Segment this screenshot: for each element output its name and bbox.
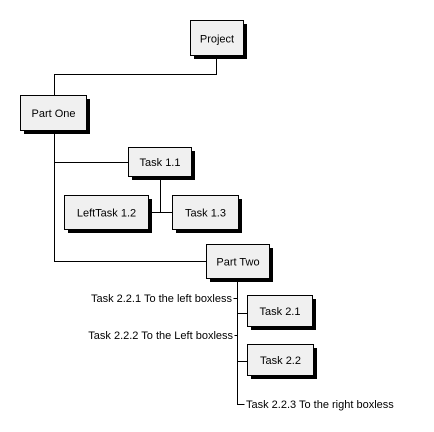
node-task-1-3: Task 1.3 xyxy=(172,195,242,233)
node-task-1-3-label: Task 1.3 xyxy=(185,208,226,220)
node-task-1-1-label: Task 1.1 xyxy=(140,157,181,169)
edge-project-to-part-one xyxy=(54,57,217,96)
edge-part-two-spine xyxy=(237,281,245,405)
node-part-two: Part Two xyxy=(206,244,273,282)
boxless-task-2-2-1: Task 2.2.1 To the left boxless xyxy=(91,293,233,305)
node-part-one-label: Part One xyxy=(31,108,75,120)
node-task-2-1-label: Task 2.1 xyxy=(260,306,301,318)
node-project: Project xyxy=(190,20,247,59)
node-lefttask-1-2: LeftTask 1.2 xyxy=(64,195,152,233)
node-part-two-label: Part Two xyxy=(216,257,259,269)
node-task-2-1: Task 2.1 xyxy=(247,295,316,330)
connectors xyxy=(54,57,248,405)
node-task-2-2: Task 2.2 xyxy=(247,344,317,379)
node-lefttask-1-2-label: LeftTask 1.2 xyxy=(77,208,136,220)
boxless-task-2-2-3: Task 2.2.3 To the right boxless xyxy=(246,399,394,411)
node-part-one: Part One xyxy=(20,95,90,134)
node-project-label: Project xyxy=(200,34,234,46)
edge-part-one-spine xyxy=(54,130,207,262)
node-task-2-2-label: Task 2.2 xyxy=(260,355,301,367)
node-task-1-1: Task 1.1 xyxy=(128,147,195,180)
boxless-task-2-2-2: Task 2.2.2 To the Left boxless xyxy=(88,330,233,342)
